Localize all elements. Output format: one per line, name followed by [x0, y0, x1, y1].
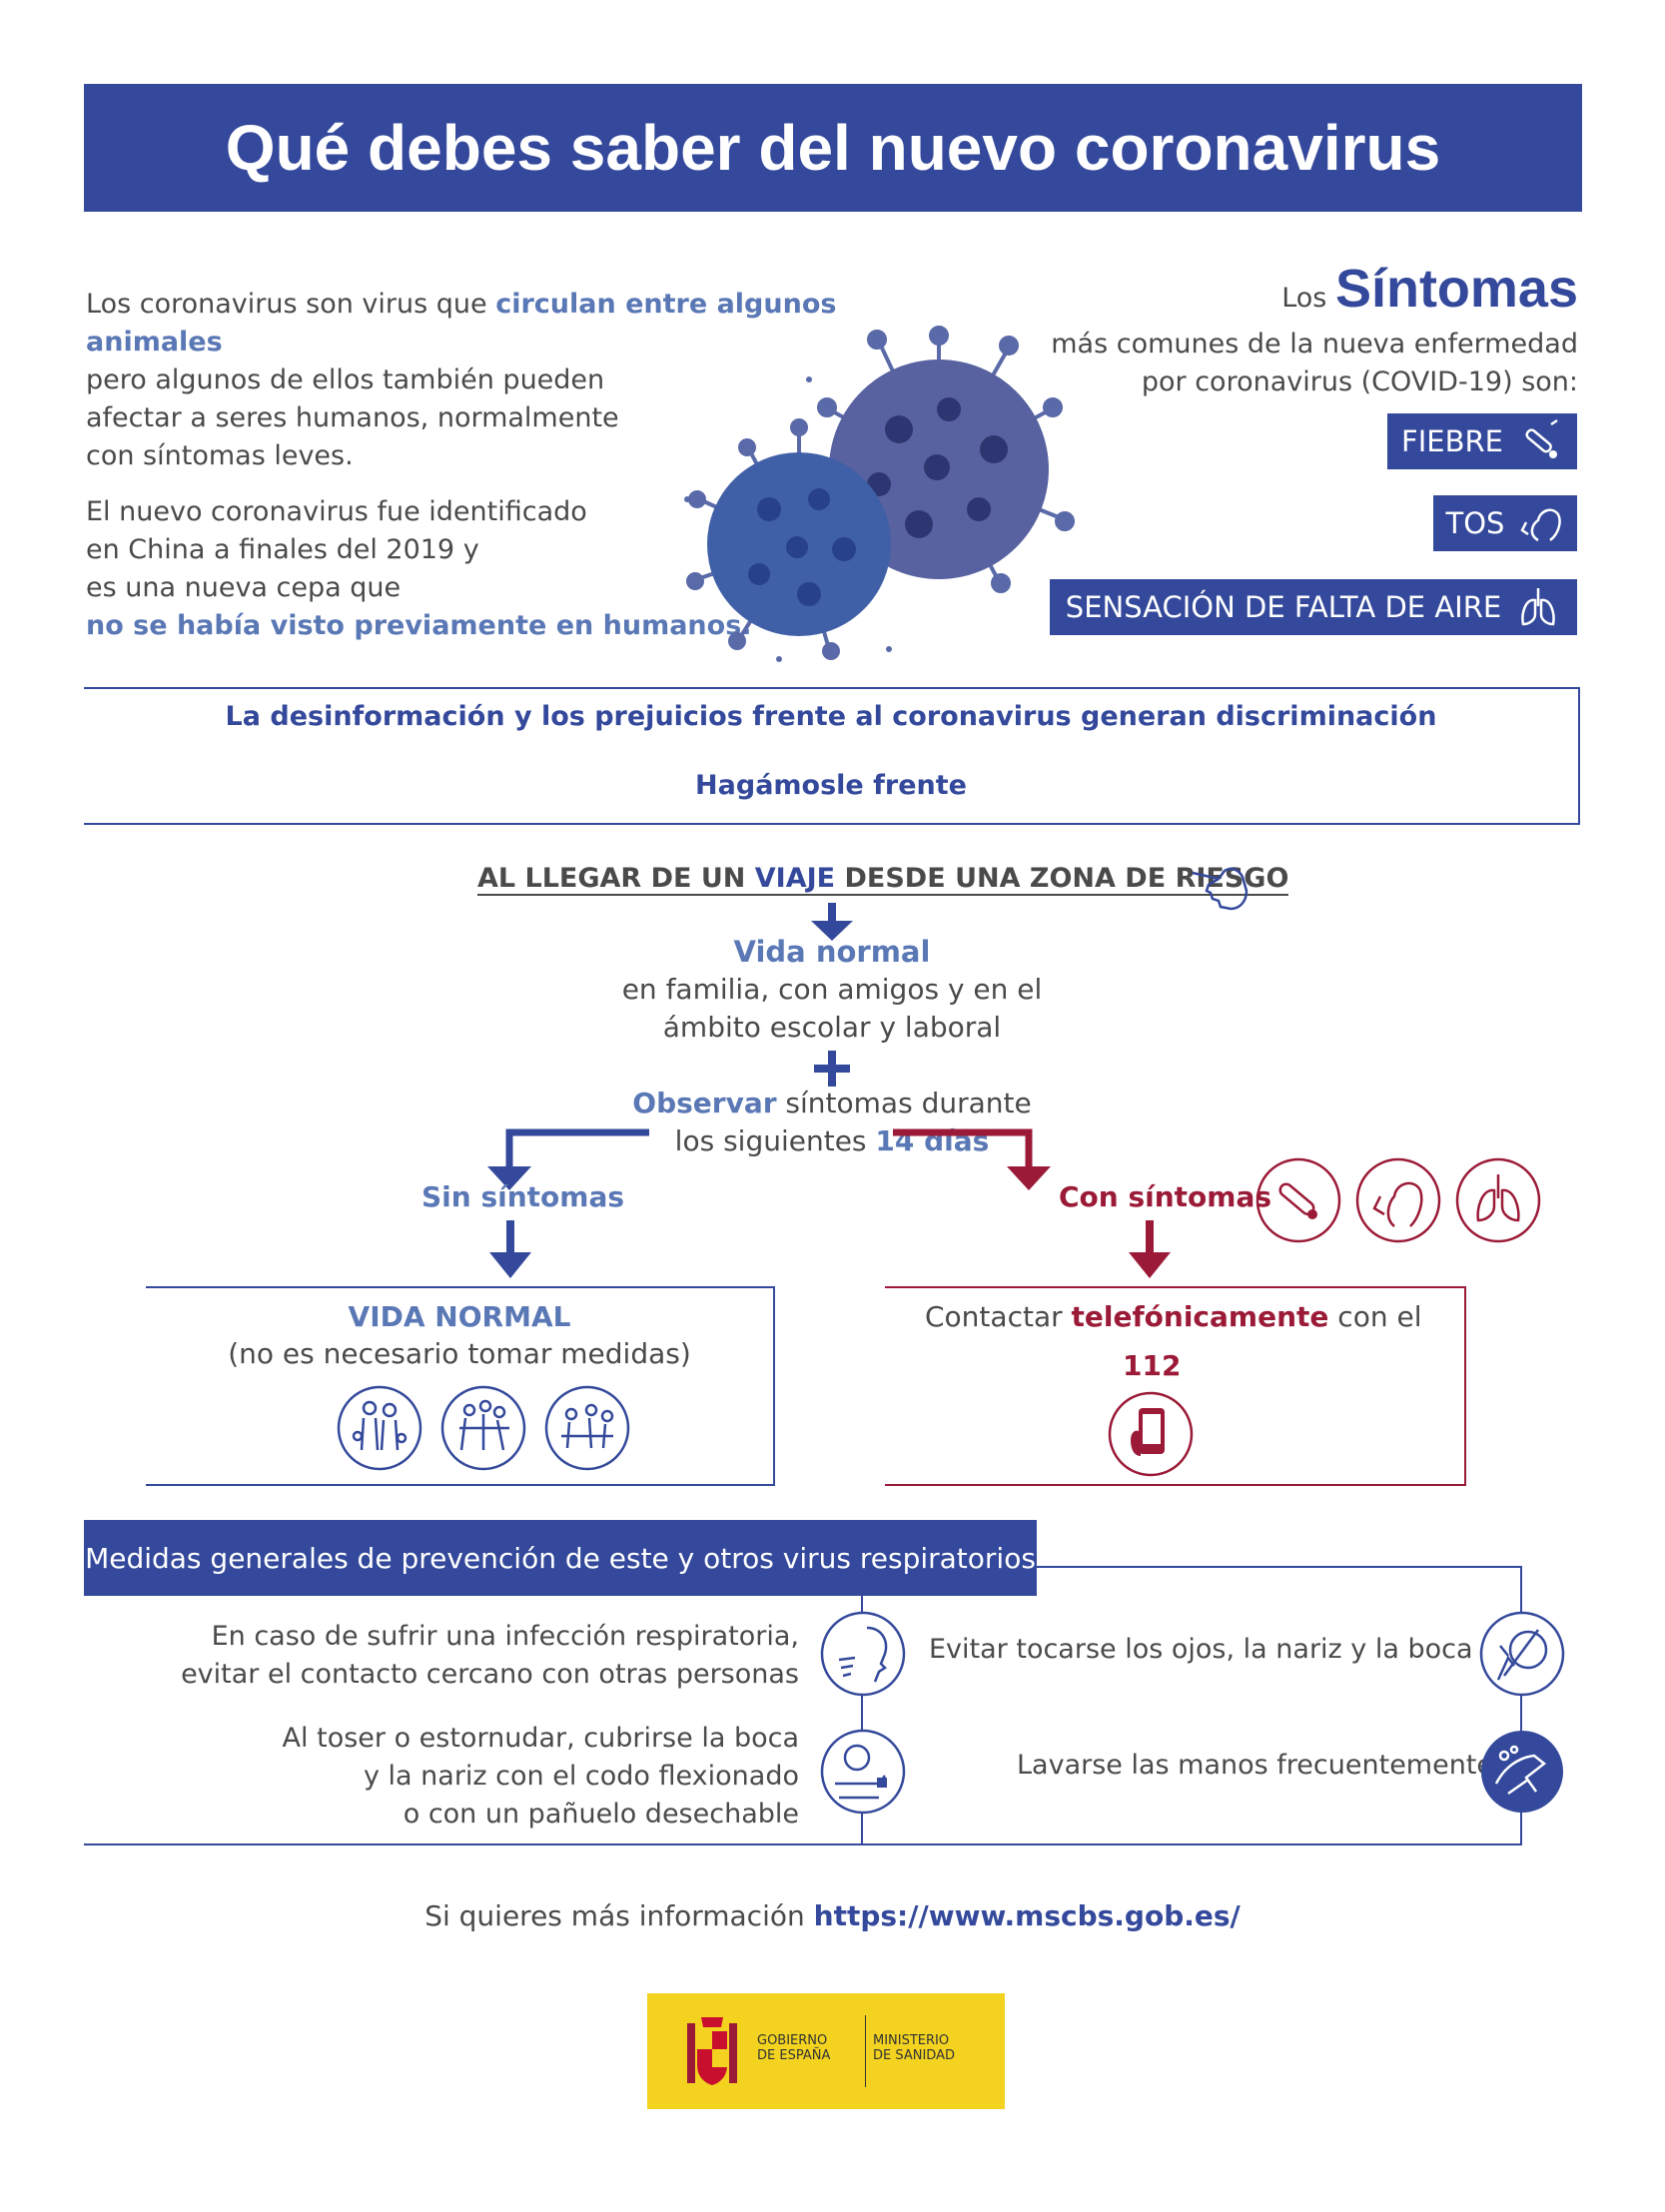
- logo-divider: [865, 2015, 866, 2087]
- cough-icon: [1520, 508, 1562, 542]
- branch-arrows: [487, 1128, 1051, 1190]
- symptoms-los: Los: [1281, 283, 1335, 314]
- more-info-link[interactable]: https://www.mscbs.gob.es/: [813, 1899, 1241, 1932]
- intro-p1-b: pero algunos de ellos también pueden: [86, 365, 605, 395]
- intro-p2-highlight: no se había visto previamente en humanos…: [86, 610, 752, 641]
- no-symptoms-label: Sin síntomas: [421, 1180, 624, 1213]
- phone-icon: [1108, 1391, 1194, 1477]
- measure-4: Lavarse las manos frecuentemente: [1017, 1750, 1494, 1781]
- measure-2-l2: y la nariz con el codo flexionado: [363, 1761, 799, 1792]
- symptom-cough-label: TOS: [1445, 506, 1505, 540]
- symptom-breath: SENSACIÓN DE FALTA DE AIRE: [1050, 579, 1577, 635]
- vida-normal-l1: en familia, con amigos y en el: [621, 973, 1043, 1006]
- gov-l1: GOBIERNO: [757, 2033, 828, 2048]
- emergency-number: 112: [1123, 1349, 1182, 1382]
- arrow-down-icon: [489, 1220, 531, 1278]
- measure-2: Al toser o estornudar, cubrirse la boca …: [283, 1720, 799, 1834]
- vida-normal-desc: en familia, con amigos y en el ámbito es…: [532, 971, 1132, 1047]
- prevention-divider-left: [861, 1596, 863, 1843]
- symptom-breath-label: SENSACIÓN DE FALTA DE AIRE: [1065, 590, 1502, 624]
- contact-text: Contactar telefónicamente con el: [925, 1300, 1464, 1333]
- page-title: Qué debes saber del nuevo coronavirus: [84, 84, 1582, 212]
- contact-c: con el: [1328, 1300, 1422, 1333]
- contact-a: Contactar: [925, 1300, 1072, 1333]
- plus-icon: [814, 1051, 850, 1087]
- no-contact-icon: [820, 1611, 906, 1697]
- prevention-frame-bottom: [84, 1843, 1522, 1845]
- vida-normal-caps: VIDA NORMAL: [348, 1300, 571, 1333]
- coat-of-arms: [687, 2017, 737, 2085]
- discrimination-line1: La desinformación y los prejuicios frent…: [225, 701, 1437, 732]
- friends-icon: [440, 1385, 526, 1471]
- pointing-hand-icon: [1192, 867, 1249, 911]
- observe-text: Observar síntomas durante los siguientes…: [532, 1085, 1132, 1160]
- intro-p1-d: con síntomas leves.: [86, 440, 354, 471]
- min-l1: MINISTERIO: [873, 2033, 950, 2048]
- discrimination-line2: Hagámosle frente: [695, 770, 967, 801]
- gov-logo: GOBIERNO DE ESPAÑA MINISTERIO DE SANIDAD: [647, 1993, 1005, 2109]
- min-l2: DE SANIDAD: [873, 2048, 955, 2063]
- prevention-header: Medidas generales de prevención de este …: [84, 1520, 1037, 1596]
- prevention-divider-right: [1520, 1596, 1522, 1843]
- vida-normal-l2: ámbito escolar y laboral: [662, 1011, 1002, 1044]
- intro-p2-b: en China a finales del 2019 y: [86, 534, 479, 565]
- ministry-text: MINISTERIO DE SANIDAD: [873, 2033, 955, 2063]
- with-symptoms-box: Contactar telefónicamente con el 112: [885, 1286, 1466, 1486]
- contact-phone-word: telefónicamente: [1071, 1300, 1329, 1333]
- travel-heading-a: AL LLEGAR DE UN: [477, 863, 755, 894]
- handwash-icon: [1481, 1731, 1563, 1813]
- travel-heading: AL LLEGAR DE UN VIAJE DESDE UNA ZONA DE …: [477, 863, 1289, 896]
- symptoms-title: Síntomas: [1334, 259, 1578, 319]
- with-symptoms-label: Con síntomas: [1059, 1180, 1272, 1213]
- observe-word: Observar: [632, 1087, 777, 1119]
- intro-p1-a: Los coronavirus son virus que: [86, 289, 496, 320]
- observe-c: los siguientes: [674, 1124, 876, 1157]
- cough-icon: [1355, 1157, 1441, 1243]
- symptoms-line1: más comunes de la nueva enfermedad: [1051, 329, 1578, 360]
- measure-2-l3: o con un pañuelo desechable: [403, 1799, 799, 1830]
- lungs-icon: [1455, 1157, 1541, 1243]
- more-info-text: Si quieres más información: [424, 1899, 814, 1932]
- intro-p1-c: afectar a seres humanos, normalmente: [86, 402, 619, 433]
- symptoms-line2: por coronavirus (COVID-19) son:: [1141, 367, 1578, 397]
- measure-1: En caso de sufrir una infección respirat…: [181, 1618, 799, 1694]
- measure-3: Evitar tocarse los ojos, la nariz y la b…: [929, 1634, 1473, 1665]
- thermometer-icon: [1525, 418, 1558, 458]
- symptoms-heading: Los Síntomas: [1281, 258, 1578, 320]
- arrow-down-icon: [811, 903, 853, 941]
- measure-1-l1: En caso de sufrir una infección respirat…: [211, 1621, 799, 1652]
- family-icon: [337, 1385, 422, 1471]
- intro-p1-highlight: circulan entre algunos animales: [86, 289, 837, 358]
- thermometer-icon: [1255, 1157, 1341, 1243]
- intro-p2-c: es una nueva cepa que: [86, 572, 402, 603]
- elbow-sneeze-icon: [820, 1729, 906, 1815]
- virus-illustration: [684, 326, 1075, 662]
- measure-2-l1: Al toser o estornudar, cubrirse la boca: [282, 1723, 799, 1754]
- symptoms-subtitle: más comunes de la nueva enfermedad por c…: [1051, 326, 1578, 401]
- touch-face-icon: [1479, 1611, 1565, 1697]
- no-symptoms-box: VIDA NORMAL (no es necesario tomar medid…: [146, 1286, 775, 1486]
- arrow-down-icon: [1129, 1220, 1171, 1278]
- gov-l2: DE ESPAÑA: [757, 2048, 831, 2063]
- no-measures-text: (no es necesario tomar medidas): [228, 1337, 691, 1370]
- more-info: Si quieres más información https://www.m…: [0, 1899, 1665, 1932]
- symptom-fever-label: FIEBRE: [1401, 424, 1503, 458]
- intro-p2-a: El nuevo coronavirus fue identificado: [86, 496, 587, 527]
- travel-heading-viaje: VIAJE: [754, 863, 836, 894]
- lungs-icon: [1521, 588, 1555, 626]
- gov-text: GOBIERNO DE ESPAÑA: [757, 2033, 830, 2063]
- intro-text: Los coronavirus son virus que circulan e…: [86, 286, 945, 645]
- symptom-fever: FIEBRE: [1387, 413, 1577, 469]
- symptom-cough: TOS: [1433, 495, 1577, 551]
- observe-b: síntomas durante: [776, 1087, 1032, 1119]
- discrimination-box: La desinformación y los prejuicios frent…: [84, 687, 1580, 825]
- work-icon: [544, 1385, 630, 1471]
- measure-1-l2: evitar el contacto cercano con otras per…: [181, 1659, 799, 1690]
- prevention-frame-top: [1037, 1566, 1522, 1568]
- vida-normal-title: Vida normal: [733, 935, 931, 969]
